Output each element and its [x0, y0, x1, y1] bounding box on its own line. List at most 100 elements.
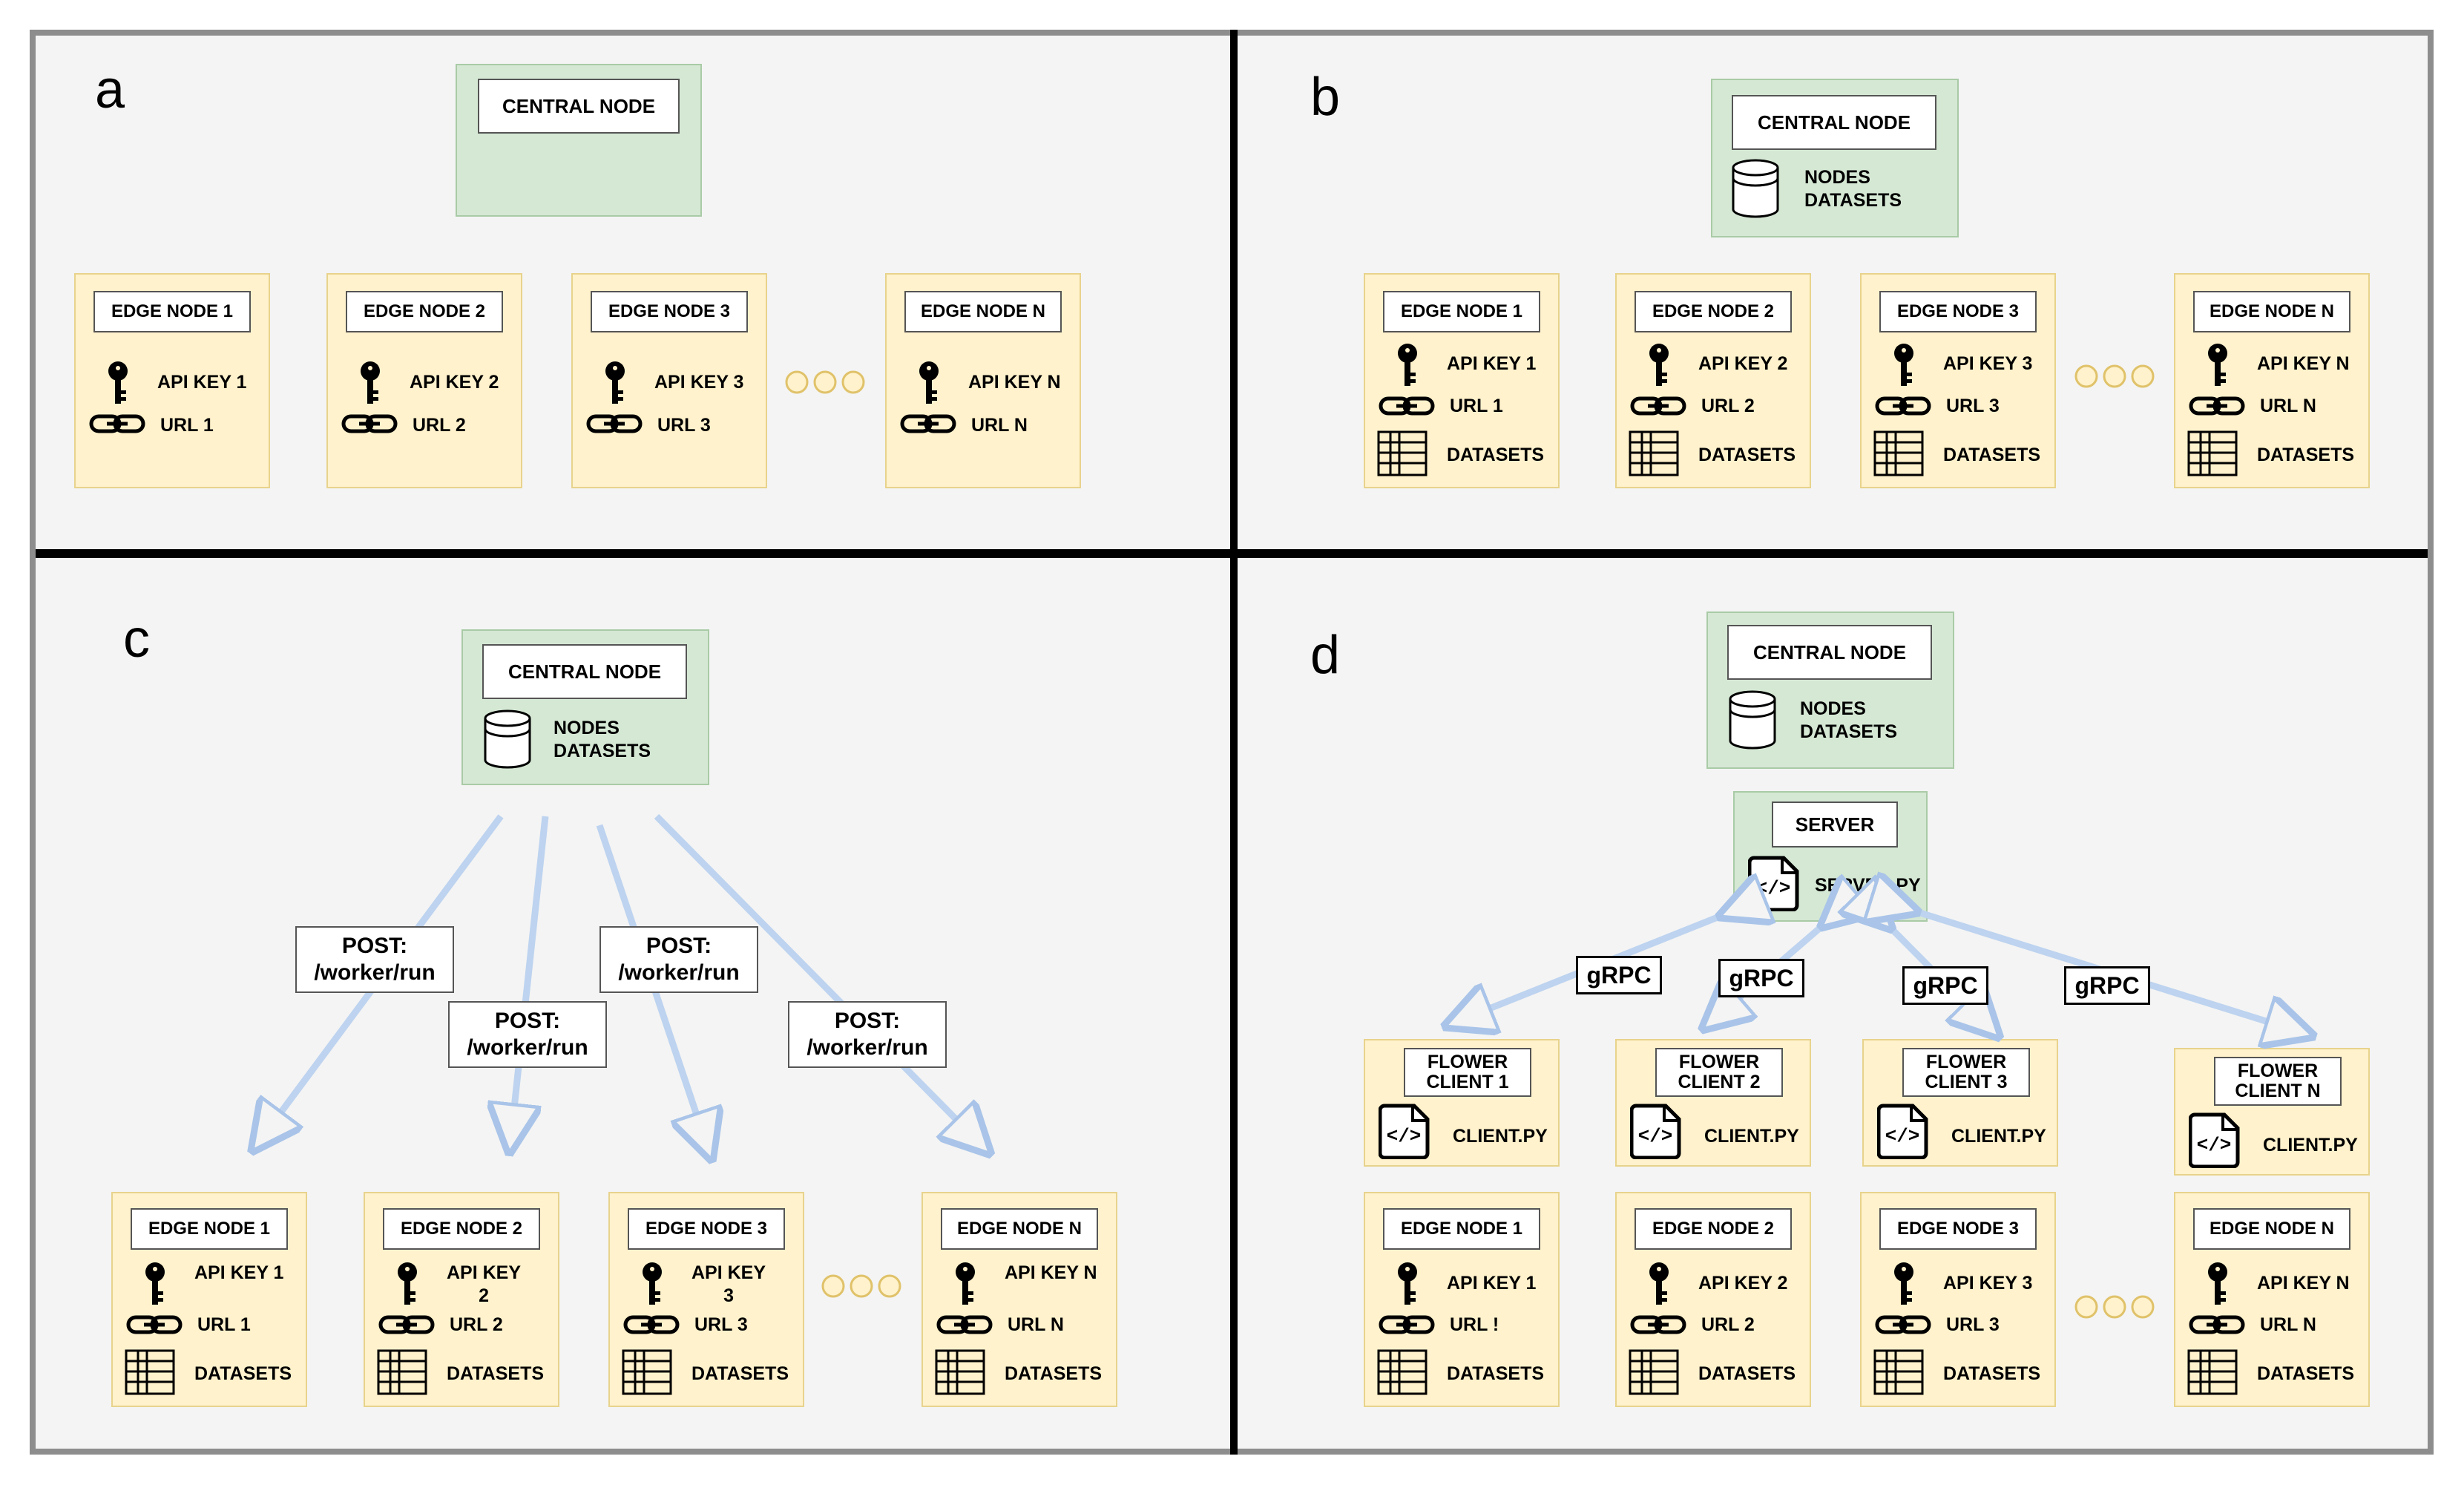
- post-worker-run-label: POST: /worker/run: [448, 1001, 607, 1068]
- table-icon: [2187, 1349, 2238, 1399]
- datasets-label: DATASETS: [194, 1363, 292, 1384]
- code-file-icon: </>: [1378, 1103, 1432, 1163]
- nodes-datasets-label: NODES DATASETS: [1800, 698, 1898, 743]
- link-icon: [341, 413, 398, 439]
- server-label: SERVER: [1772, 801, 1898, 848]
- url-label: URL N: [2260, 1314, 2316, 1335]
- post-worker-run-label: POST: /worker/run: [599, 926, 758, 993]
- api-key-label: API KEY 1: [1447, 353, 1537, 374]
- grpc-label: gRPC: [1576, 956, 1662, 994]
- panel-d-letter: d: [1310, 626, 1341, 685]
- edge-node-title: EDGE NODE 3: [591, 291, 748, 332]
- url-label: URL 1: [160, 415, 214, 436]
- key-icon: [1646, 343, 1672, 393]
- datasets-label: DATASETS: [1943, 445, 2041, 465]
- edge-node-title: EDGE NODE 2: [346, 291, 503, 332]
- datasets-label: DATASETS: [1698, 445, 1796, 465]
- api-key-label: API KEY 3: [691, 1262, 766, 1307]
- url-label: URL 2: [1701, 1314, 1755, 1335]
- link-icon: [1875, 1314, 1931, 1340]
- table-icon: [1629, 430, 1679, 480]
- edge-node-title: EDGE NODE N: [941, 1208, 1098, 1250]
- datasets-label: DATASETS: [1447, 445, 1545, 465]
- key-icon: [1891, 343, 1916, 393]
- link-icon: [1630, 1314, 1686, 1340]
- client-py-label: CLIENT.PY: [1951, 1126, 2046, 1147]
- nodes-datasets-label: NODES DATASETS: [1804, 167, 1902, 212]
- edge-node-title: EDGE NODE N: [904, 291, 1062, 332]
- svg-text:</>: </>: [2197, 1134, 2232, 1156]
- edge-node-title: EDGE NODE N: [2193, 1208, 2350, 1250]
- edge-node-title: EDGE NODE 2: [1635, 1208, 1792, 1250]
- table-icon: [1629, 1349, 1679, 1399]
- edge-node-title: EDGE NODE 1: [1383, 291, 1540, 332]
- central-node-label: CENTRAL NODE: [478, 79, 680, 134]
- svg-text:</>: </>: [1638, 1125, 1673, 1147]
- table-icon: [622, 1349, 672, 1399]
- edge-node-title: EDGE NODE 2: [1635, 291, 1792, 332]
- datasets-label: DATASETS: [1698, 1363, 1796, 1384]
- datasets-label: DATASETS: [447, 1363, 545, 1384]
- grpc-label: gRPC: [1718, 959, 1804, 997]
- link-icon: [1875, 395, 1931, 421]
- nodes-datasets-label: NODES DATASETS: [553, 718, 651, 762]
- key-icon: [1891, 1262, 1916, 1311]
- table-icon: [125, 1349, 175, 1399]
- link-icon: [126, 1314, 183, 1340]
- svg-text:</>: </>: [1387, 1125, 1422, 1147]
- api-key-label: API KEY N: [2257, 353, 2350, 374]
- url-label: URL 3: [694, 1314, 748, 1335]
- flower-client-title: FLOWER CLIENT 3: [1902, 1048, 2030, 1097]
- api-key-label: API KEY 2: [1698, 1273, 1788, 1294]
- edge-node-title: EDGE NODE 1: [1383, 1208, 1540, 1250]
- edge-node-title: EDGE NODE 2: [383, 1208, 540, 1250]
- key-icon: [1646, 1262, 1672, 1311]
- code-file-icon: </>: [2188, 1112, 2242, 1172]
- edge-node-title: EDGE NODE 3: [1879, 291, 2037, 332]
- central-node-label: CENTRAL NODE: [482, 644, 687, 699]
- api-key-label: API KEY 1: [194, 1262, 284, 1283]
- url-label: URL 3: [1946, 1314, 2000, 1335]
- panel-a-letter: a: [95, 60, 125, 119]
- database-icon: [482, 709, 533, 773]
- url-label: URL 2: [413, 415, 466, 436]
- svg-text:</>: </>: [1885, 1125, 1920, 1147]
- table-icon: [1377, 1349, 1428, 1399]
- link-icon: [378, 1314, 435, 1340]
- datasets-label: DATASETS: [2257, 1363, 2355, 1384]
- edge-node-title: EDGE NODE 3: [628, 1208, 785, 1250]
- link-icon: [1379, 1314, 1435, 1340]
- link-icon: [1630, 395, 1686, 421]
- api-key-label: API KEY N: [968, 372, 1061, 393]
- url-label: URL !: [1450, 1314, 1499, 1335]
- panel-divider-horizontal: [36, 549, 2428, 558]
- api-key-label: API KEY 3: [654, 372, 744, 393]
- key-icon: [395, 1262, 420, 1311]
- datasets-label: DATASETS: [1005, 1363, 1103, 1384]
- flower-client-title: FLOWER CLIENT 1: [1404, 1048, 1531, 1097]
- datasets-label: DATASETS: [2257, 445, 2355, 465]
- panel-divider-vertical: [1230, 30, 1238, 1455]
- datasets-label: DATASETS: [1943, 1363, 2041, 1384]
- url-label: URL N: [2260, 396, 2316, 416]
- ellipsis-dots: [2074, 1294, 2155, 1323]
- api-key-label: API KEY 3: [1943, 1273, 2033, 1294]
- panel-b-letter: b: [1310, 68, 1341, 127]
- code-file-icon: </>: [1629, 1103, 1683, 1163]
- database-icon: [1727, 690, 1778, 753]
- post-worker-run-label: POST: /worker/run: [295, 926, 454, 993]
- link-icon: [586, 413, 643, 439]
- url-label: URL 3: [657, 415, 711, 436]
- datasets-label: DATASETS: [691, 1363, 789, 1384]
- central-node-label: CENTRAL NODE: [1727, 625, 1932, 680]
- url-label: URL 2: [450, 1314, 503, 1335]
- post-arrow-4: [654, 813, 983, 1147]
- post-worker-run-label: POST: /worker/run: [788, 1001, 947, 1068]
- flower-client-title: FLOWER CLIENT 2: [1655, 1048, 1783, 1097]
- key-icon: [953, 1262, 978, 1311]
- ellipsis-dots: [784, 370, 866, 399]
- link-icon: [900, 413, 956, 439]
- grpc-label: gRPC: [2064, 966, 2150, 1005]
- url-label: URL 1: [197, 1314, 251, 1335]
- url-label: URL N: [1008, 1314, 1064, 1335]
